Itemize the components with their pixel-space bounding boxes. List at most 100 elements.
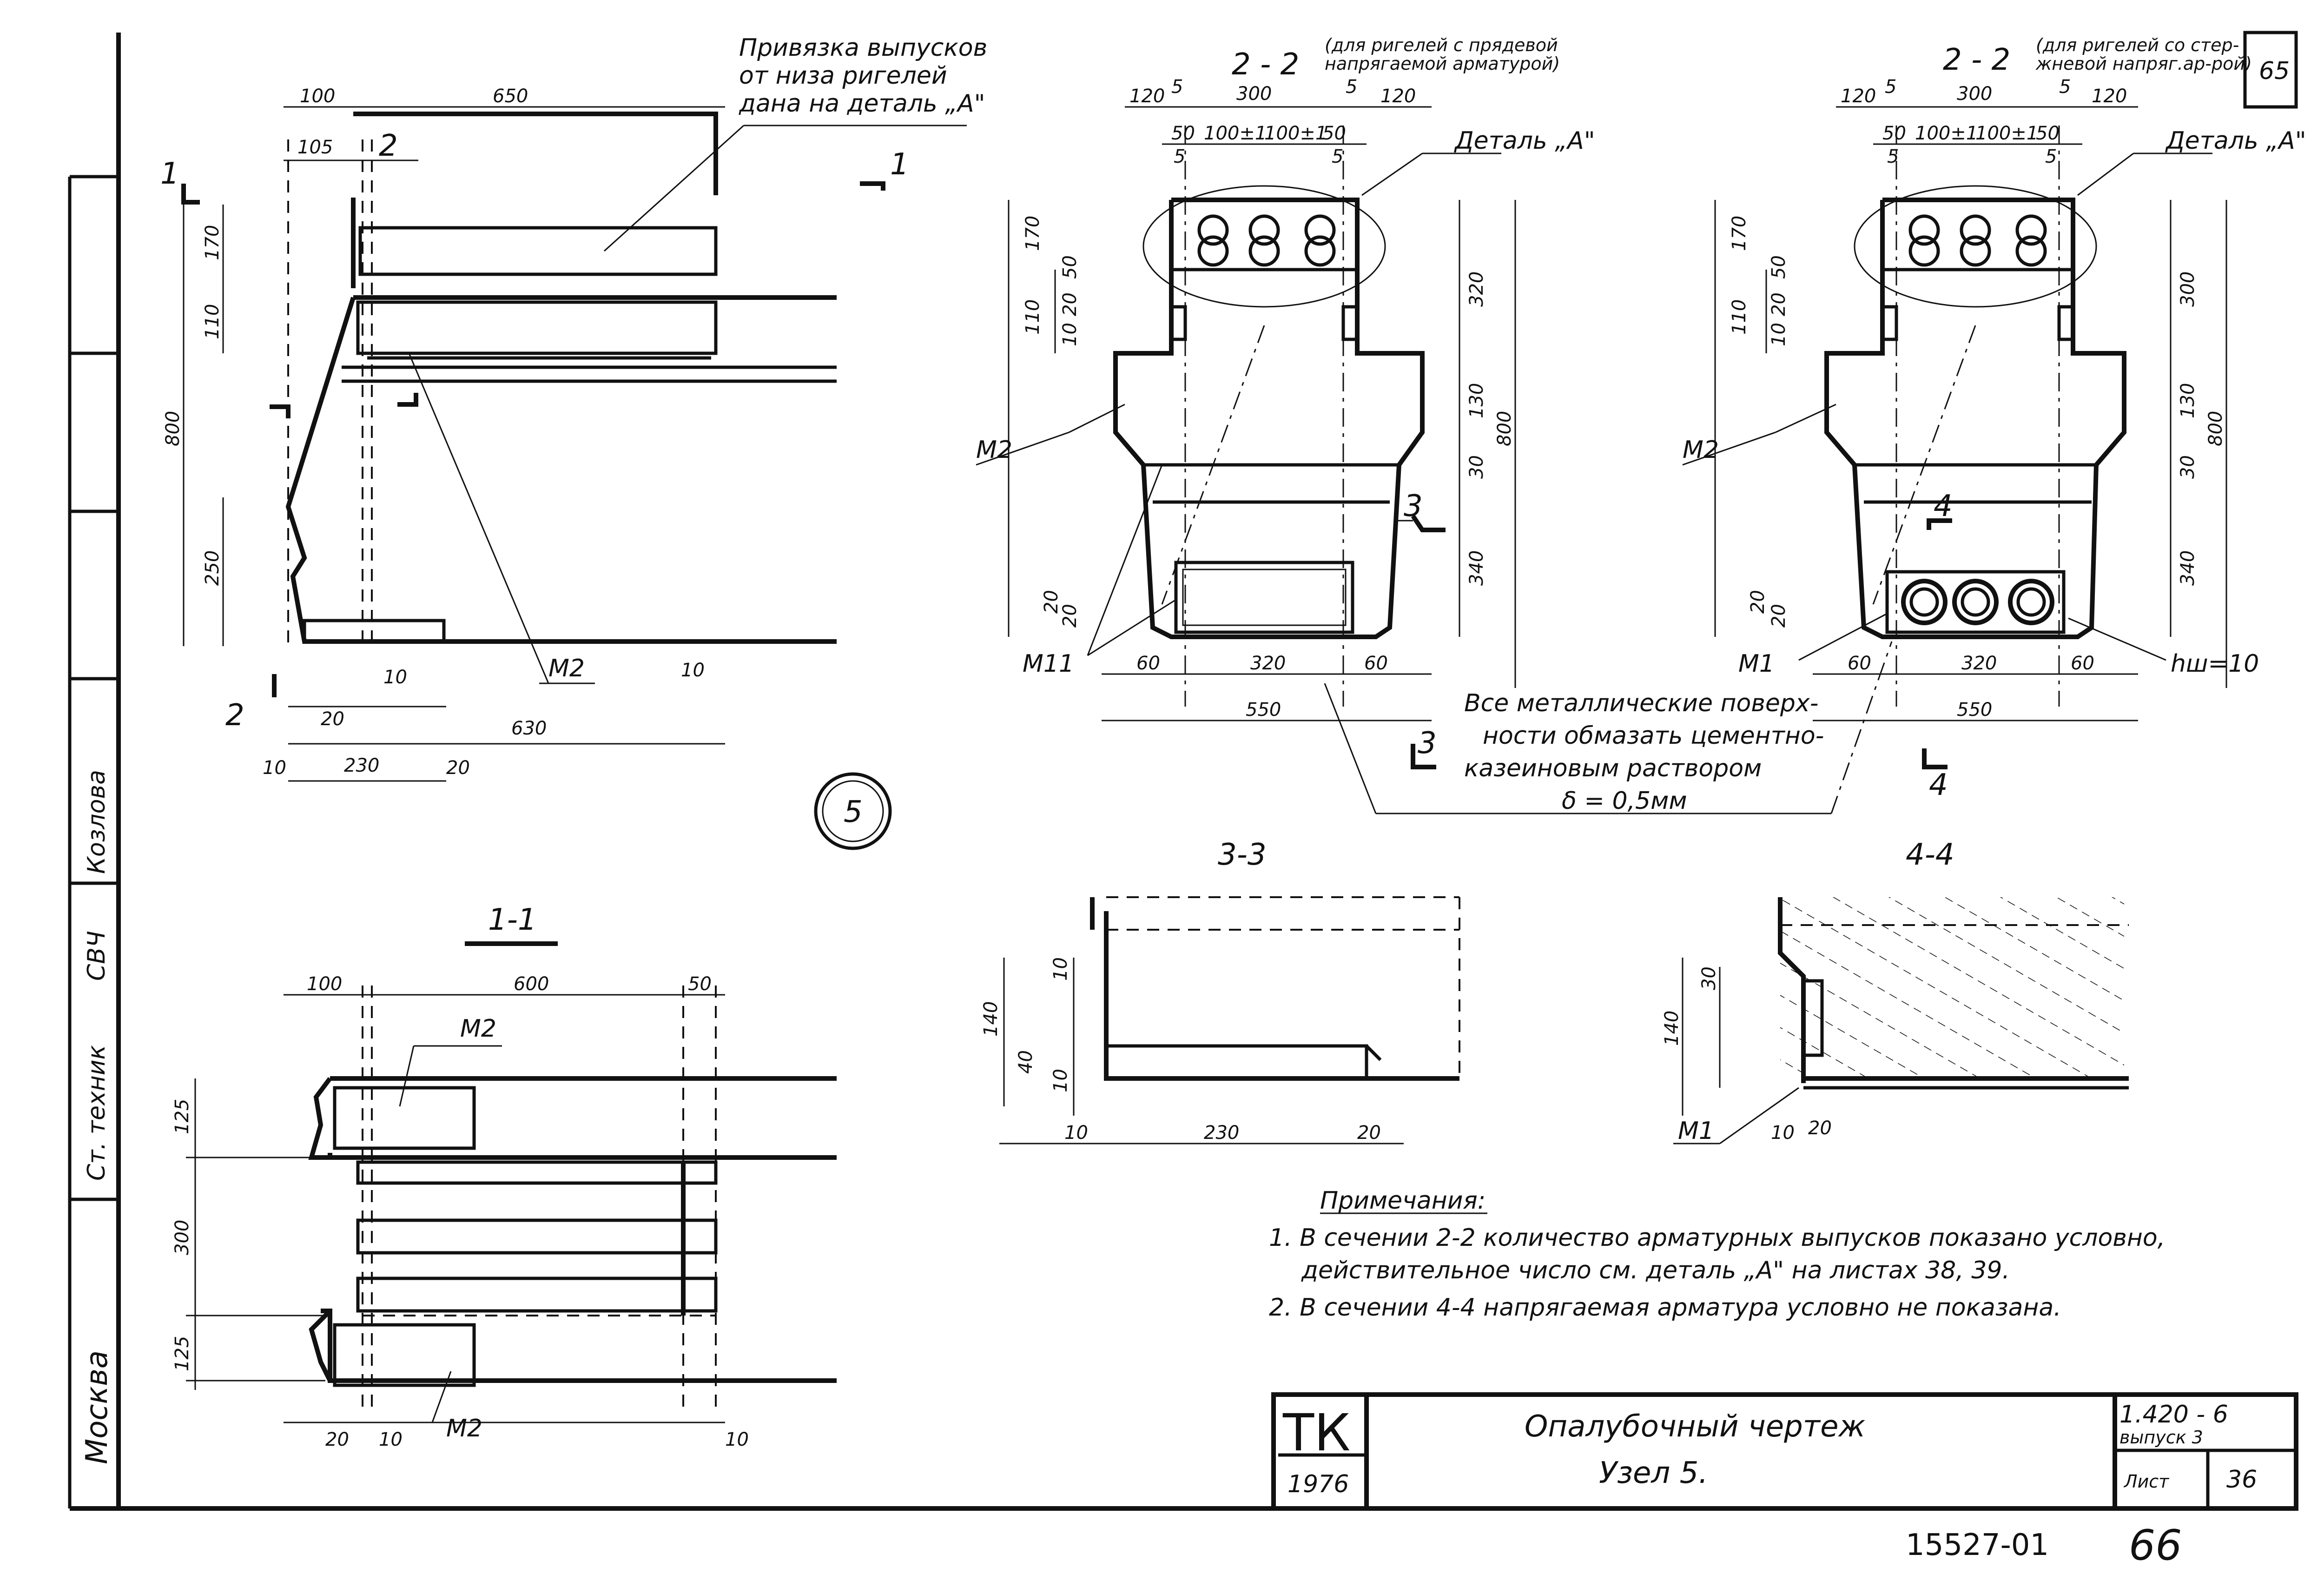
dim-1-1-top-100: 100 — [307, 973, 342, 995]
dim-1-1-left-300: 300 — [172, 1220, 193, 1255]
label-4-4-m1: М1 — [1678, 1117, 1714, 1145]
label-2-2l-m2: М2 — [976, 436, 1012, 464]
dim-2-2l-top-120a: 120 — [1129, 86, 1165, 107]
dim-2-2r-left-20b: 20 — [1747, 590, 1769, 614]
dim-2-2r-left-50: 50 — [1768, 255, 1789, 279]
dim-2-2l-right-320: 320 — [1466, 271, 1487, 307]
dim-2-2l-left-20a: 20 — [1059, 292, 1081, 316]
title-block-org: ТК — [1282, 1403, 1350, 1462]
dim-2-2r-top2-50b: 50 — [2036, 123, 2060, 144]
dim-2-2l-top-300: 300 — [1236, 83, 1272, 105]
dim-2-2l-right-130: 130 — [1466, 383, 1487, 418]
dim-2-2r-top2-5b: 5 — [2045, 146, 2057, 167]
dim-4-4-left-140: 140 — [1661, 1011, 1683, 1046]
main-view-note-line2: от низа ригелей — [739, 62, 947, 90]
note-item-1: 1. В сечении 2-2 количество арматурных в… — [1269, 1224, 2165, 1252]
dim-2-2r-top-120b: 120 — [2092, 86, 2127, 107]
metal-note-line1: Все металлические поверх- — [1464, 689, 1818, 717]
dim-3-3-left-10b: 10 — [1050, 1069, 1071, 1092]
dim-main-bottom-230: 230 — [344, 755, 379, 776]
metal-note-line3: казеиновым раствором — [1464, 754, 1762, 782]
section-4-4-view — [1673, 897, 2129, 1144]
dim-2-2l-bottom-60a: 60 — [1136, 653, 1160, 674]
side-label-kozlova: Козлова — [83, 770, 111, 874]
node-number: 5 — [844, 795, 863, 829]
dim-2-2r-left-20a: 20 — [1768, 292, 1789, 316]
dim-2-2l-top2-100a: 100±1 — [1204, 123, 1267, 144]
main-view-note-line1: Привязка выпусков — [739, 34, 987, 62]
section-mark-3-top: 3 — [1404, 489, 1423, 523]
dim-2-2l-bottom-550: 550 — [1246, 699, 1281, 721]
dim-3-3-left-40: 40 — [1015, 1050, 1037, 1074]
note-item-2: 2. В сечении 4-4 напрягаемая арматура ус… — [1269, 1294, 2061, 1322]
dim-1-1-bottom-20: 20 — [325, 1429, 349, 1450]
dim-main-top-105: 105 — [297, 137, 333, 158]
dim-2-2l-left-20c: 20 — [1059, 604, 1081, 628]
title-block-year: 1976 — [1287, 1470, 1349, 1498]
dim-main-left-250: 250 — [202, 550, 223, 586]
section-mark-4-bottom: 4 — [1929, 768, 1948, 802]
section-mark-2-top: 2 — [379, 129, 398, 163]
dim-2-2r-left-10: 10 — [1768, 323, 1789, 346]
dim-2-2l-top2-100b: 100±1 — [1264, 123, 1327, 144]
dim-2-2l-right-800: 800 — [1494, 411, 1515, 446]
dim-2-2r-top2-50a: 50 — [1882, 123, 1906, 144]
section-2-2-left-view — [976, 106, 1516, 721]
dim-main-top-100: 100 — [300, 86, 335, 107]
dim-main-left-170: 170 — [202, 225, 223, 260]
side-label-technician: Ст. техник — [83, 1045, 111, 1181]
dim-3-3-left-10a: 10 — [1050, 957, 1071, 981]
dim-main-left-800: 800 — [162, 411, 184, 446]
section-mark-1-left: 1 — [160, 157, 179, 191]
dim-2-2r-bottom-60a: 60 — [1848, 653, 1871, 674]
metal-note-line4: δ = 0,5мм — [1562, 787, 1687, 815]
section-3-3-title: 3-3 — [1218, 838, 1267, 872]
dim-2-2r-right-130: 130 — [2177, 383, 2199, 418]
label-1-1-m2-top: М2 — [460, 1015, 496, 1043]
dim-2-2l-top2-50a: 50 — [1171, 123, 1195, 144]
title-block-series: 1.420 - 6 — [2119, 1401, 2228, 1429]
section-2-2-right-view — [1682, 106, 2227, 769]
section-2-2-right-title: 2 - 2 — [1943, 43, 2010, 77]
title-block — [1271, 1392, 2298, 1511]
dim-2-2l-top-5b: 5 — [1346, 76, 1357, 98]
dim-2-2l-top2-50b: 50 — [1322, 123, 1346, 144]
dim-2-2l-left-170: 170 — [1022, 216, 1043, 251]
dim-2-2l-left-10: 10 — [1059, 323, 1081, 346]
section-mark-3-bottom: 3 — [1418, 726, 1437, 761]
dim-main-bottom-10a: 10 — [263, 757, 286, 779]
dim-3-3-bottom-230: 230 — [1204, 1122, 1239, 1144]
dim-2-2l-left-20b: 20 — [1041, 590, 1062, 614]
metal-note-line2: ности обмазать цементно- — [1483, 722, 1824, 750]
section-4-4-title: 4-4 — [1906, 838, 1954, 872]
dim-2-2r-left-110: 110 — [1729, 299, 1750, 335]
dim-2-2l-right-340: 340 — [1466, 550, 1487, 586]
section-2-2-left-subtitle1: (для ригелей с прядевой — [1325, 35, 1558, 55]
side-label-moskva: Москва — [80, 1350, 114, 1464]
page-corner-number: 65 — [2259, 57, 2290, 85]
label-2-2l-m11: М11 — [1023, 650, 1074, 678]
dim-2-2r-left-170: 170 — [1729, 216, 1750, 251]
section-mark-2-bottom: 2 — [225, 698, 244, 733]
dim-main-bottom-20b: 20 — [446, 757, 470, 779]
section-2-2-right-subtitle1: (для ригелей со стер- — [2036, 35, 2239, 55]
dim-2-2r-right-300: 300 — [2177, 271, 2199, 307]
dim-2-2r-left-20c: 20 — [1768, 604, 1789, 628]
dim-2-2l-top2-5a: 5 — [1174, 146, 1185, 167]
main-view-note-line3: дана на деталь „А" — [739, 90, 985, 118]
dim-2-2r-top-120a: 120 — [1841, 86, 1876, 107]
dim-2-2r-right-30: 30 — [2177, 455, 2199, 479]
dim-2-2l-bottom-320: 320 — [1250, 653, 1286, 674]
dim-2-2l-bottom-60b: 60 — [1364, 653, 1388, 674]
dim-main-left-110: 110 — [202, 304, 223, 339]
dim-2-2r-top2-100b: 100±1 — [1975, 123, 2038, 144]
section-mark-4-top: 4 — [1934, 489, 1953, 523]
dim-2-2l-left-50: 50 — [1059, 255, 1081, 279]
side-label-svch: СВЧ — [83, 931, 111, 981]
section-1-1-view — [186, 941, 837, 1423]
stamp-number: 15527-01 — [1906, 1528, 2049, 1562]
note-item-1b: действительное число см. деталь „А" на л… — [1301, 1257, 2010, 1284]
dim-1-1-left-125a: 125 — [172, 1099, 193, 1134]
notes-heading: Примечания: — [1320, 1187, 1486, 1215]
